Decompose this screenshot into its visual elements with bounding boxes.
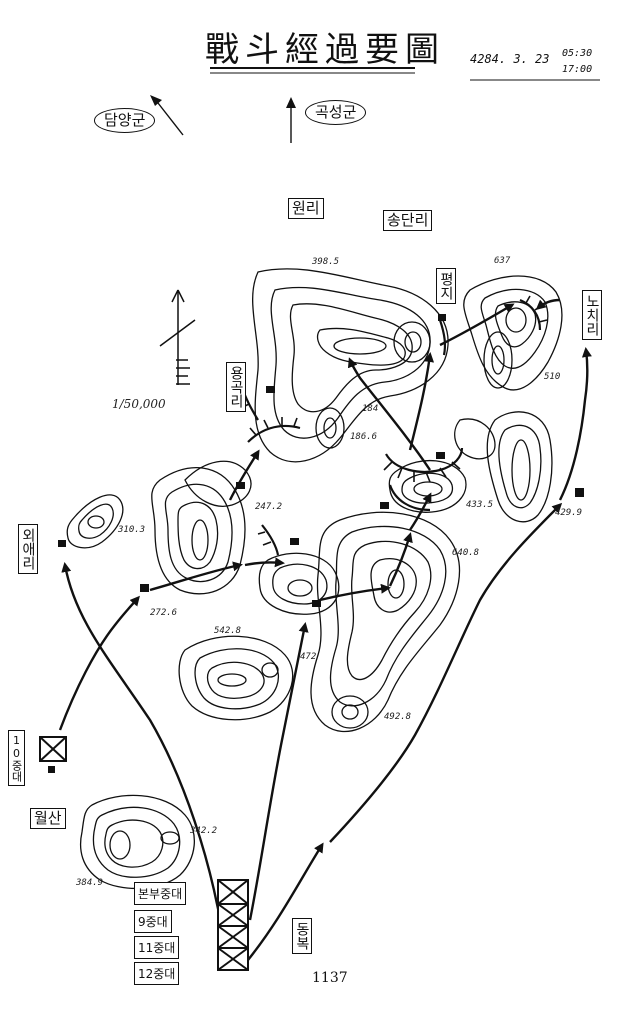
map-time-end: 17:00 xyxy=(562,64,593,75)
elevation-label: 184 xyxy=(362,404,379,414)
elevation-label: 186.6 xyxy=(350,432,378,442)
north-arrow xyxy=(159,289,196,385)
place-nochiri: 노치리 xyxy=(582,290,602,340)
place-yonggokri: 용곡리 xyxy=(226,362,246,412)
elevation-label: 384.9 xyxy=(76,878,104,888)
elevation-label: 492.8 xyxy=(384,712,412,722)
direction-arrow-gokseong xyxy=(286,97,296,143)
place-wolsan: 월산 xyxy=(30,808,66,829)
place-songdanri: 송단리 xyxy=(383,210,433,231)
elevation-label: 247.2 xyxy=(255,502,283,512)
unit-label-co11: 11중대 xyxy=(134,936,180,959)
elevation-label: 398.5 xyxy=(312,257,340,267)
elevation-label: 433.5 xyxy=(466,500,494,510)
elevation-label: 429.9 xyxy=(555,508,583,518)
elevation-label: 472 xyxy=(300,652,317,662)
direction-label-damyang: 담양군 xyxy=(94,108,156,133)
place-pyeongji: 평지 xyxy=(436,268,456,304)
map-time-start: 05:30 xyxy=(562,48,593,59)
unit-label-co12: 12중대 xyxy=(134,962,180,985)
elevation-label: 510 xyxy=(544,372,561,382)
unit-label-co9: 9중대 xyxy=(134,910,172,933)
map-scale: 1/50,000 xyxy=(112,397,166,411)
direction-arrow-damyang xyxy=(150,95,184,136)
elevation-label: 342.2 xyxy=(190,826,218,836)
troop-markers xyxy=(48,314,584,773)
terrain-contours xyxy=(66,268,563,890)
elevation-label: 542.8 xyxy=(214,626,242,636)
direction-label-gokseong: 곡성군 xyxy=(305,100,367,125)
elevation-label: 272.6 xyxy=(150,608,178,618)
unit-symbols xyxy=(39,736,249,971)
page-number: 1137 xyxy=(312,970,348,986)
map-date: 4284. 3. 23 xyxy=(470,52,550,66)
place-oeaeri: 외애리 xyxy=(18,524,38,574)
place-wonri: 원리 xyxy=(288,198,324,219)
elevation-label: 637 xyxy=(494,256,511,266)
map-title: 戰斗經過要圖 xyxy=(205,30,445,70)
elevation-label: 640.8 xyxy=(452,548,480,558)
attack-routes xyxy=(58,298,592,961)
elevation-label: 310.3 xyxy=(118,525,146,535)
place-dongbok: 동복 xyxy=(292,918,312,954)
unit-label-co10: 10중대 xyxy=(8,730,25,786)
unit-label-hq: 본부중대 xyxy=(134,882,187,905)
